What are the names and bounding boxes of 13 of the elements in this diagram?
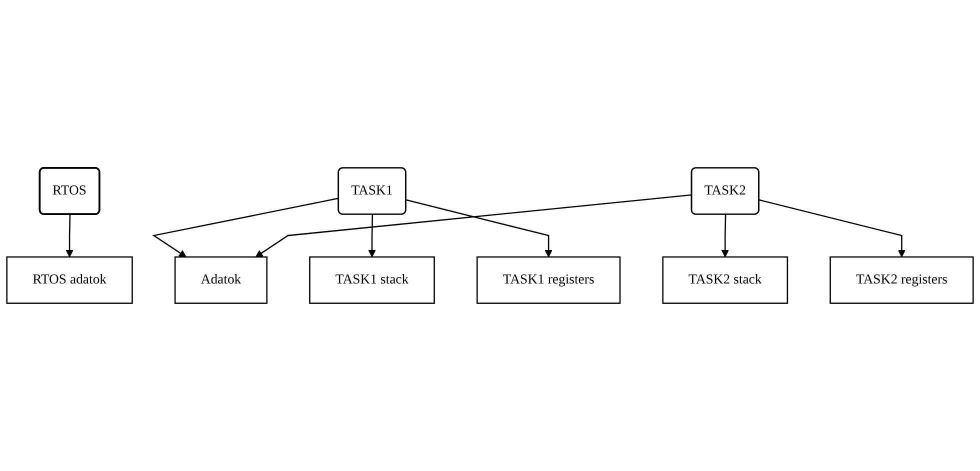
- arrow: [66, 214, 74, 258]
- node-box: TASK2 stack: [662, 256, 788, 304]
- node-box: Adatok: [174, 256, 268, 304]
- node-box: RTOS adatok: [6, 256, 133, 304]
- arrow: [721, 214, 729, 258]
- node-box: TASK1 stack: [309, 256, 435, 304]
- arrow: [406, 199, 552, 258]
- arrow: [759, 199, 906, 258]
- node-box: TASK2 registers: [830, 256, 974, 304]
- arrow: [152, 198, 339, 258]
- arrow: [368, 214, 376, 258]
- arrow: [255, 194, 692, 258]
- node-box: TASK1 registers: [476, 256, 621, 304]
